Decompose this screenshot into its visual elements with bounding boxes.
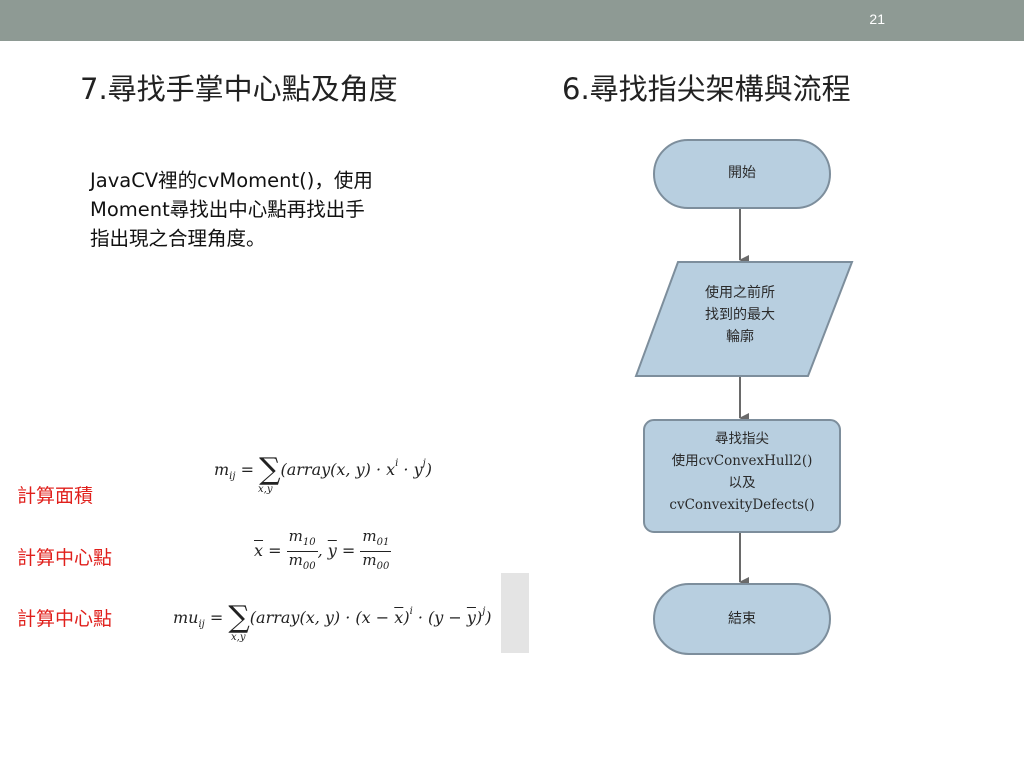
input-line: 找到的最大 [705,307,775,323]
flowchart [634,139,854,655]
header-bar: 21 [0,0,1024,41]
process-line: 尋找指尖 [715,431,769,447]
process-node-label: 尋找指尖 使用cvConvexHull2() 以及 cvConvexityDef… [644,428,840,516]
input-node-label: 使用之前所 找到的最大 輪廓 [660,282,820,348]
start-node [653,139,831,209]
input-node [634,261,854,377]
description-line: 指出現之合理角度。 [90,227,266,250]
process-line: cvConvexityDefects() [669,497,815,513]
left-title: 7.尋找手掌中心點及角度 [80,72,398,106]
input-line: 輪廓 [726,329,754,345]
right-title: 6.尋找指尖架構與流程 [562,72,851,106]
formula-central-moment: muij = ∑(array(x, y) · (x − x)i · (y − y… [173,600,492,643]
label-area: 計算面積 [17,485,94,507]
input-line: 使用之前所 [705,285,775,301]
description: JavaCV裡的cvMoment()，使用 Moment尋找出中心點再找出手 指… [90,166,450,253]
description-line: JavaCV裡的cvMoment()，使用 [90,169,373,192]
label-central-moment: 計算中心點 [17,608,113,630]
description-line: Moment尋找出中心點再找出手 [90,198,365,221]
start-node-label: 開始 [728,165,756,181]
process-node [643,419,841,533]
end-node-label: 結束 [728,611,756,627]
end-node [653,583,831,655]
page-number: 21 [869,11,885,27]
process-line: 使用cvConvexHull2() [671,453,813,469]
formula-raw-moment: mij = ∑(array(x, y) · xi · yj) x,y [214,452,432,495]
label-centroid: 計算中心點 [17,547,113,569]
process-line: 以及 [728,475,756,491]
decorative-gray-block [501,573,529,653]
